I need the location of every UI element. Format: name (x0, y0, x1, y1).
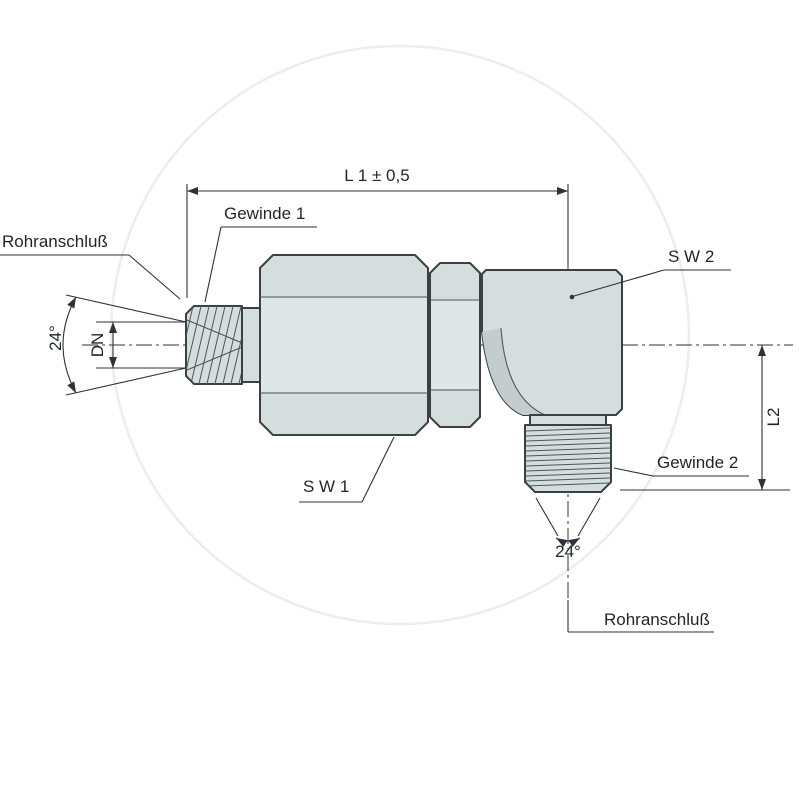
bottom-cone-annotation: 24° (535, 497, 601, 561)
l2-label: L2 (764, 408, 783, 427)
bottom-thread-hatching (525, 427, 611, 487)
l1-label: L 1 ± 0,5 (344, 166, 409, 185)
cone-line-bottom (65, 367, 187, 396)
cone-angle-arc-bottom (555, 537, 581, 547)
rohranschluss-bottom-label: Rohranschluß (604, 610, 710, 629)
cone-angle-arc-left (62, 296, 77, 394)
dimension-l1: L 1 ± 0,5 (186, 166, 569, 298)
cone-angle-bottom-label: 24° (555, 542, 581, 561)
callout-rohranschluss-top: Rohranschluß (0, 232, 181, 300)
hex-body-flat-band (261, 298, 427, 392)
fitting-body (185, 254, 623, 493)
sw1-leader (361, 436, 395, 503)
gewinde1-leader (204, 226, 222, 303)
gewinde2-leader (613, 467, 654, 477)
sw2-label: S W 2 (668, 247, 714, 266)
bottom-neck (529, 414, 607, 426)
elbow-block-fillet-shade (482, 328, 545, 415)
internal-cone-line-top (186, 319, 248, 346)
bottom-cone-line-right (577, 497, 601, 537)
lock-nut-flat-band (431, 301, 479, 389)
internal-cone-line-bottom (186, 344, 248, 371)
sw2-leader-dot (569, 294, 575, 300)
gewinde1-label: Gewinde 1 (224, 204, 305, 223)
cone-angle-left-label: 24° (46, 325, 65, 351)
rohranschluss-top-label: Rohranschluß (2, 232, 108, 251)
sw1-label: S W 1 (303, 477, 349, 496)
elbow-block-fillet-line (500, 327, 546, 416)
gewinde2-label: Gewinde 2 (657, 453, 738, 472)
callout-rohranschluss-bottom: Rohranschluß (567, 600, 714, 633)
dn-label: DN (88, 333, 107, 358)
callout-gewinde2: Gewinde 2 (613, 453, 749, 477)
sw2-leader (573, 269, 665, 297)
left-cone-annotation: 24° DN (46, 294, 187, 396)
thread-runout-collar (241, 307, 261, 383)
rohranschluss-top-leader (128, 254, 181, 300)
cone-line-top (65, 294, 187, 323)
callout-sw2: S W 2 (569, 247, 731, 300)
callout-gewinde1: Gewinde 1 (204, 204, 317, 303)
bottom-cone-line-left (535, 497, 559, 537)
dimension-l2: L2 (620, 345, 790, 491)
callout-sw1: S W 1 (299, 436, 395, 503)
